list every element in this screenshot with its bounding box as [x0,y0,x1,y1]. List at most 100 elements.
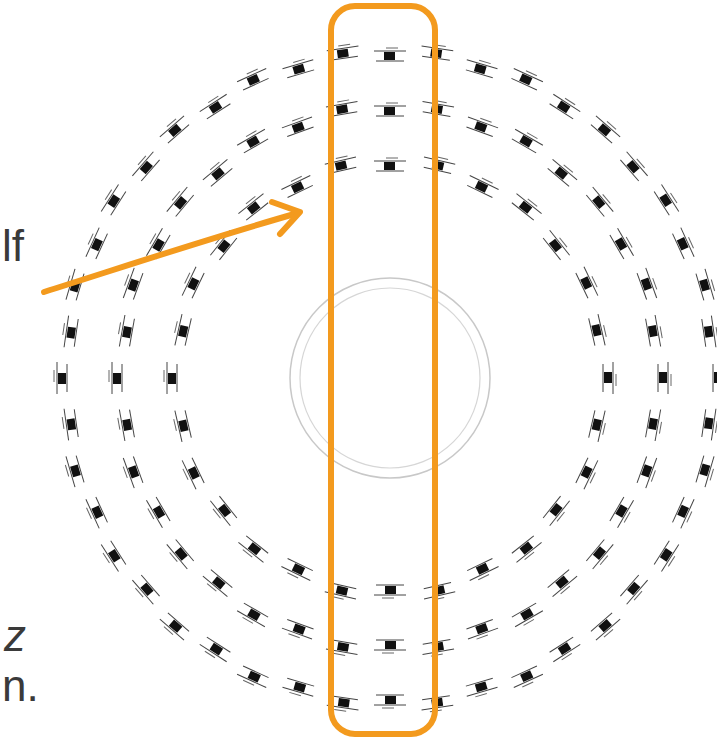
strip-line [185,273,190,284]
strip-line [477,635,488,639]
module-body [108,549,121,563]
module-body [659,193,672,207]
module-body [580,276,592,289]
module-body [336,586,349,596]
module-body [714,372,717,383]
strip-line [62,417,64,429]
module-body [554,167,568,180]
strip-line [288,634,299,638]
silicon-module [179,266,205,300]
strip-line [382,653,394,654]
silicon-module [198,92,232,120]
strip-line [716,327,717,339]
module-body [581,465,593,478]
strip-line [112,362,113,394]
strip-line [660,326,662,338]
module-body [598,123,612,136]
silicon-module [374,103,406,116]
silicon-module [280,558,314,584]
strip-line [148,509,154,519]
silicon-module [201,568,234,599]
silicon-module [701,315,717,349]
silicon-module [109,362,122,394]
strip-line [659,422,661,434]
silicon-module [61,407,78,441]
module-body [70,464,81,477]
module-body [519,201,533,214]
module-body [558,642,572,655]
module-body [626,160,639,174]
silicon-module [585,538,616,571]
module-body [128,465,139,478]
module-body [520,608,534,620]
strip-line [670,193,676,203]
strip-line [550,501,570,526]
silicon-module [172,313,192,347]
silicon-module [198,636,232,664]
strip-line [203,159,228,180]
strip-line [591,613,612,631]
strip-line [65,465,68,477]
module-body [520,542,534,555]
silicon-module [589,612,622,643]
module-body [122,326,132,338]
module-body [641,464,652,477]
module-body [704,326,713,338]
silicon-module [280,173,314,199]
silicon-module [172,408,192,442]
module-body [592,418,602,431]
module-body [292,122,305,133]
silicon-module [464,57,498,78]
module-body [174,196,187,210]
module-body [660,548,673,562]
strip-line [118,418,120,430]
strip-line [122,364,123,392]
module-body [604,372,612,383]
strip-line [716,421,717,433]
strip-line [627,580,648,604]
module-body [385,696,396,704]
strip-line [86,508,91,519]
silicon-module [281,619,316,642]
module-body [476,563,489,575]
silicon-module [63,454,84,488]
module-body [175,547,188,561]
module-body [475,623,488,634]
module-body [337,642,349,652]
silicon-module [645,314,663,348]
strip-line [565,98,575,104]
strip-line [482,178,493,183]
strip-line [687,511,692,522]
strip-line [613,362,614,394]
module-body [704,417,713,429]
module-body [212,576,226,589]
module-layer [109,98,671,657]
strip-line [382,598,394,599]
module-body [385,641,396,649]
strip-line [293,59,305,62]
strip-line [160,116,184,137]
module-body [67,418,76,430]
module-body [475,181,488,193]
module-layer [54,43,717,713]
silicon-module [575,456,601,490]
silicon-module [130,574,161,607]
module-body [519,135,533,147]
module-body [385,586,396,594]
strip-line [125,274,129,285]
silicon-module [158,612,191,643]
silicon-module [281,114,316,137]
pointer-arrow [44,213,298,292]
tracker-layers [54,43,717,713]
strip-line [374,650,406,651]
module-body [549,239,562,253]
silicon-module [695,454,716,488]
module-body [188,466,200,479]
strip-line [386,158,398,159]
silicon-module [465,619,500,642]
module-body [293,623,306,634]
strip-line [374,161,406,162]
strip-line [54,370,55,382]
module-body [550,503,563,517]
strip-line [334,709,346,711]
